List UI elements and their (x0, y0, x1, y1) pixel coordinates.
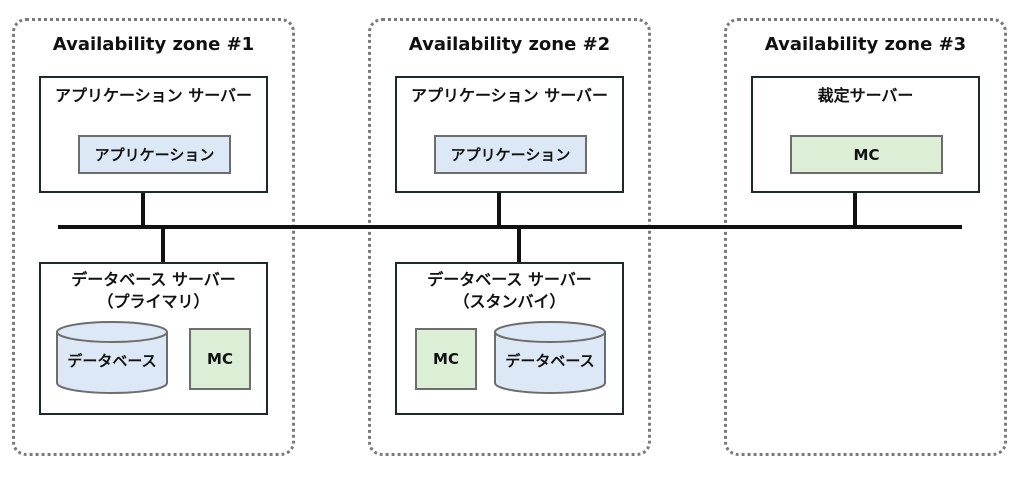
server-title: 裁定サーバー (817, 86, 914, 105)
application-box: アプリケーション (434, 135, 587, 174)
mc-box: MC (415, 328, 477, 390)
database-label: データベース (67, 352, 157, 370)
server-subtitle: （スタンバイ） (453, 292, 566, 311)
application-box: アプリケーション (78, 135, 231, 174)
connector-db-server-2 (517, 227, 521, 264)
zone-title: Availability zone #2 (408, 34, 611, 55)
arbiter-server: 裁定サーバー MC (751, 76, 980, 193)
database-icon (56, 321, 168, 394)
app-server-1: アプリケーション サーバー アプリケーション (39, 76, 268, 193)
zone-title: Availability zone #3 (764, 34, 967, 55)
database-icon (494, 321, 606, 394)
availability-zone-3: Availability zone #3 (724, 18, 1007, 456)
availability-zone-2: Availability zone #2 (368, 18, 651, 456)
server-subtitle: （プライマリ） (97, 292, 210, 311)
server-title: データベース サーバー (427, 270, 592, 289)
network-bus (58, 225, 962, 229)
server-title: アプリケーション サーバー (410, 86, 609, 105)
app-server-2: アプリケーション サーバー アプリケーション (395, 76, 624, 193)
zone-title: Availability zone #1 (52, 34, 255, 55)
db-server-primary: データベース サーバー （プライマリ） データベース MC (39, 262, 268, 415)
db-server-standby: データベース サーバー （スタンバイ） MC データベース (395, 262, 624, 415)
connector-app-server-1 (141, 192, 145, 227)
server-title: アプリケーション サーバー (54, 86, 253, 105)
database-label: データベース (505, 352, 595, 370)
availability-zone-1: Availability zone #1 (12, 18, 295, 456)
mc-box: MC (790, 135, 943, 174)
mc-box: MC (189, 328, 251, 390)
database-cylinder: データベース (493, 320, 607, 396)
connector-db-server-1 (161, 227, 165, 264)
connector-arbiter-server (853, 192, 857, 227)
server-title: データベース サーバー (71, 270, 236, 289)
database-cylinder: データベース (55, 320, 169, 396)
connector-app-server-2 (497, 192, 501, 227)
